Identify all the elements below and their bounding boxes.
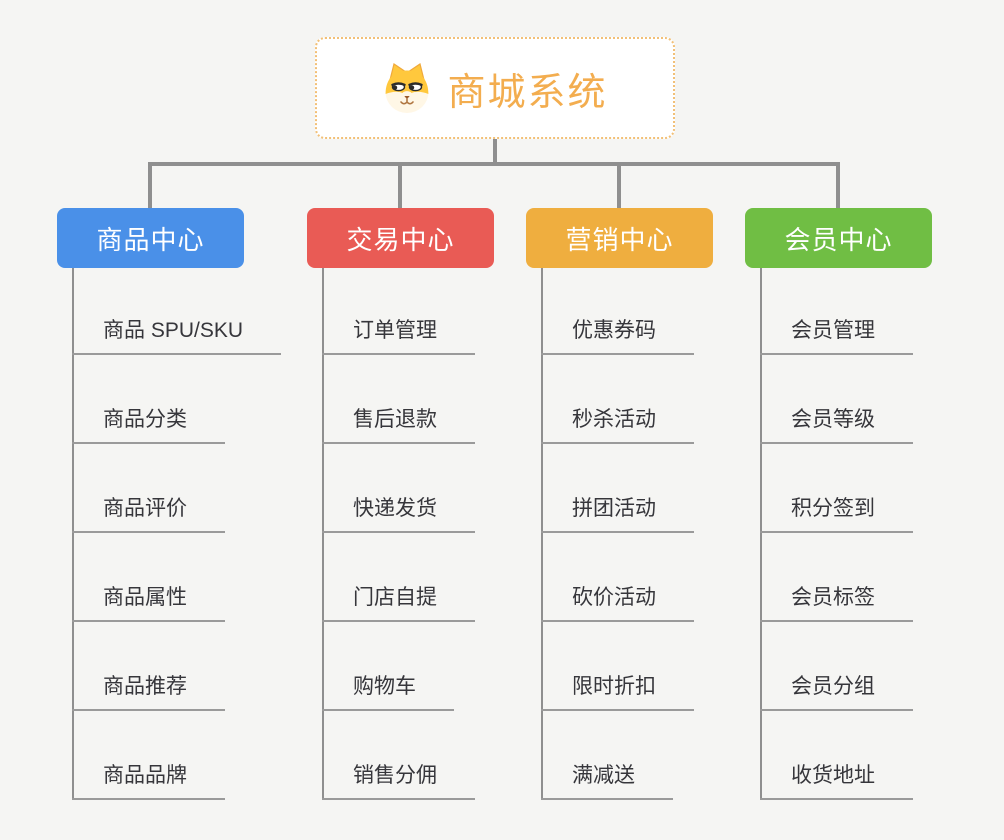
leaf-item-full-reduction[interactable]: 满减送: [541, 763, 673, 800]
item-row: 商品属性: [57, 533, 317, 622]
branch-items: 会员管理 会员等级 积分签到 会员标签 会员分组 收货地址: [745, 266, 1004, 800]
drop-connector-products: [148, 162, 152, 208]
item-row: 商品品牌: [57, 711, 317, 800]
branch-product-center: 商品中心 商品 SPU/SKU 商品分类 商品评价 商品属性 商品推荐 商品品牌: [57, 208, 317, 818]
drop-connector-trade: [398, 162, 402, 208]
leaf-item-limited-time-discount[interactable]: 限时折扣: [541, 674, 694, 711]
branch-header-trade-center[interactable]: 交易中心: [307, 208, 494, 268]
leaf-item-product-category[interactable]: 商品分类: [72, 407, 225, 444]
leaf-item-member-management[interactable]: 会员管理: [760, 318, 913, 355]
leaf-item-points-checkin[interactable]: 积分签到: [760, 496, 913, 533]
item-row: 积分签到: [745, 444, 1004, 533]
item-row: 商品评价: [57, 444, 317, 533]
item-row: 销售分佣: [307, 711, 567, 800]
branch-member-center: 会员中心 会员管理 会员等级 积分签到 会员标签 会员分组 收货地址: [745, 208, 1004, 818]
root-node-mall-system[interactable]: 商城系统: [315, 37, 675, 139]
leaf-item-bargain-activity[interactable]: 砍价活动: [541, 585, 694, 622]
shiba-dog-face-icon: [382, 61, 432, 115]
branch-trade-center: 交易中心 订单管理 售后退款 快递发货 门店自提 购物车 销售分佣: [307, 208, 567, 818]
leaf-item-member-tags[interactable]: 会员标签: [760, 585, 913, 622]
leaf-item-product-attribute[interactable]: 商品属性: [72, 585, 225, 622]
leaf-item-product-spu-sku[interactable]: 商品 SPU/SKU: [72, 318, 282, 355]
item-row: 商品 SPU/SKU: [57, 266, 317, 355]
leaf-item-product-brand[interactable]: 商品品牌: [72, 763, 225, 800]
leaf-item-product-review[interactable]: 商品评价: [72, 496, 225, 533]
item-row: 售后退款: [307, 355, 567, 444]
leaf-item-sales-commission[interactable]: 销售分佣: [322, 763, 475, 800]
branch-items: 优惠券码 秒杀活动 拼团活动 砍价活动 限时折扣 满减送: [526, 266, 786, 800]
leaf-item-store-pickup[interactable]: 门店自提: [322, 585, 475, 622]
root-title: 商城系统: [447, 71, 608, 114]
trunk-connector: [148, 162, 840, 166]
item-row: 商品分类: [57, 355, 317, 444]
branch-line: [72, 268, 74, 800]
leaf-item-coupon-codes[interactable]: 优惠券码: [541, 318, 694, 355]
item-row: 会员标签: [745, 533, 1004, 622]
leaf-item-product-recommend[interactable]: 商品推荐: [72, 674, 225, 711]
item-row: 限时折扣: [526, 622, 786, 711]
drop-connector-marketing: [617, 162, 621, 208]
branch-line: [322, 268, 324, 800]
branch-line: [541, 268, 543, 800]
item-row: 商品推荐: [57, 622, 317, 711]
leaf-item-order-management[interactable]: 订单管理: [322, 318, 475, 355]
leaf-item-group-buy[interactable]: 拼团活动: [541, 496, 694, 533]
item-row: 满减送: [526, 711, 786, 800]
root-stem-connector: [493, 139, 497, 166]
item-row: 拼团活动: [526, 444, 786, 533]
leaf-item-member-level[interactable]: 会员等级: [760, 407, 913, 444]
leaf-item-shipping-address[interactable]: 收货地址: [760, 763, 913, 800]
branch-header-marketing-center[interactable]: 营销中心: [526, 208, 713, 268]
branch-header-member-center[interactable]: 会员中心: [745, 208, 932, 268]
item-row: 会员管理: [745, 266, 1004, 355]
item-row: 秒杀活动: [526, 355, 786, 444]
leaf-item-express-shipping[interactable]: 快递发货: [322, 496, 475, 533]
branch-header-product-center[interactable]: 商品中心: [57, 208, 244, 268]
item-row: 订单管理: [307, 266, 567, 355]
item-row: 会员等级: [745, 355, 1004, 444]
leaf-item-shopping-cart[interactable]: 购物车: [322, 674, 454, 711]
drop-connector-members: [836, 162, 840, 208]
item-row: 购物车: [307, 622, 567, 711]
item-row: 门店自提: [307, 533, 567, 622]
leaf-item-member-groups[interactable]: 会员分组: [760, 674, 913, 711]
branch-items: 商品 SPU/SKU 商品分类 商品评价 商品属性 商品推荐 商品品牌: [57, 266, 317, 800]
branch-marketing-center: 营销中心 优惠券码 秒杀活动 拼团活动 砍价活动 限时折扣 满减送: [526, 208, 786, 818]
branch-items: 订单管理 售后退款 快递发货 门店自提 购物车 销售分佣: [307, 266, 567, 800]
item-row: 优惠券码: [526, 266, 786, 355]
item-row: 砍价活动: [526, 533, 786, 622]
branch-line: [760, 268, 762, 800]
item-row: 收货地址: [745, 711, 1004, 800]
leaf-item-flash-sale[interactable]: 秒杀活动: [541, 407, 694, 444]
leaf-item-aftersale-refund[interactable]: 售后退款: [322, 407, 475, 444]
item-row: 快递发货: [307, 444, 567, 533]
item-row: 会员分组: [745, 622, 1004, 711]
